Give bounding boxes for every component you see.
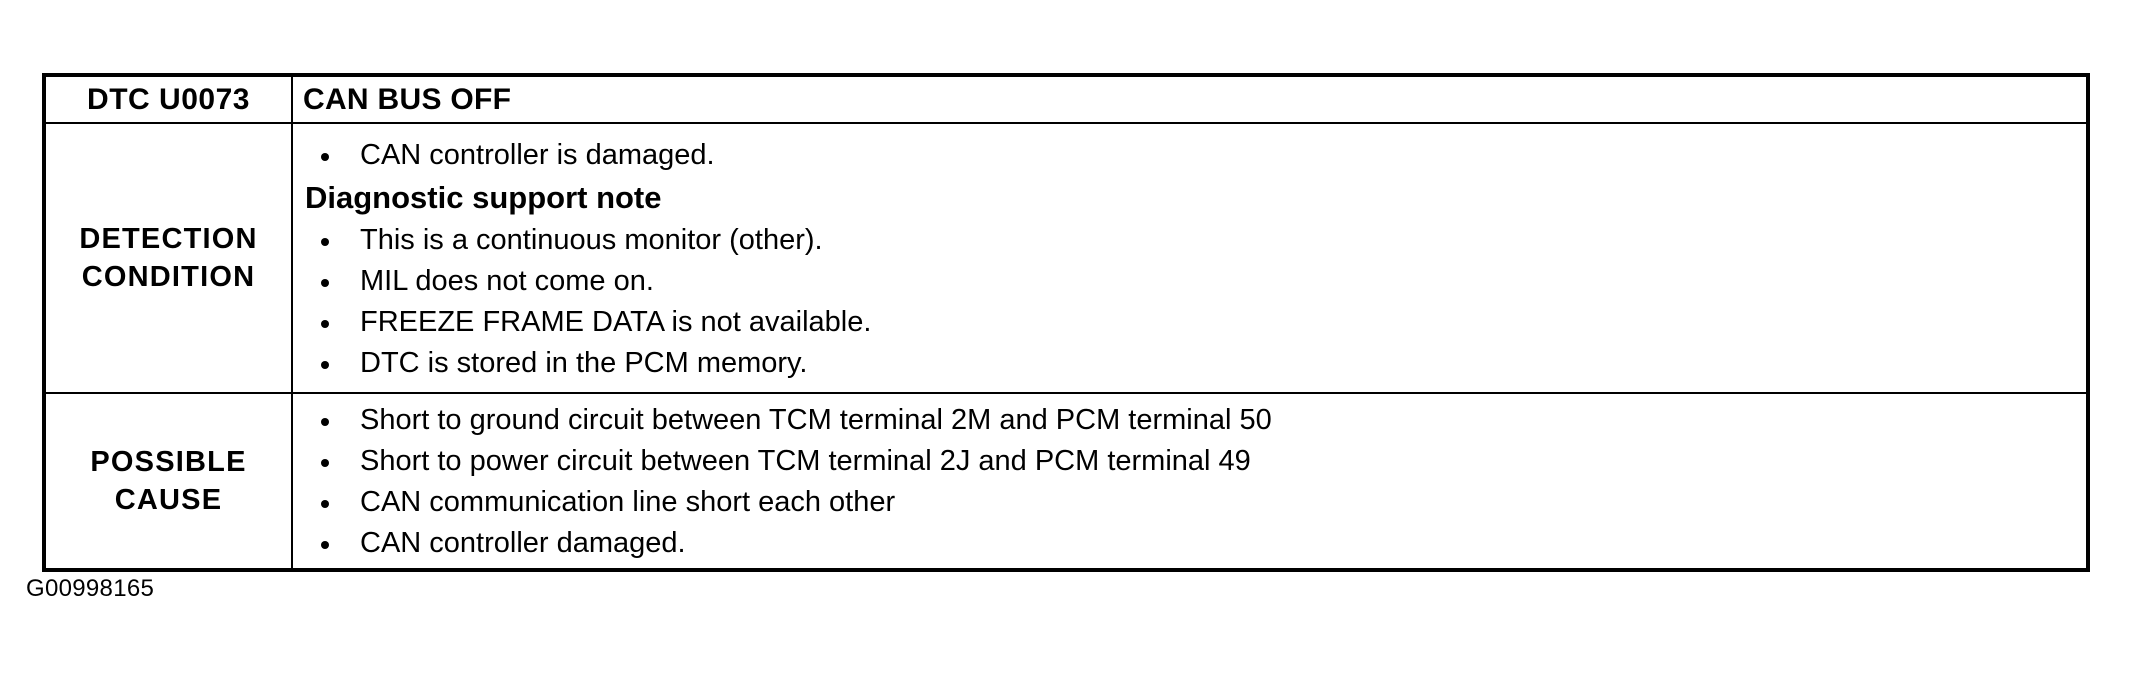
list-item: CAN communication line short each other [303, 482, 2086, 523]
list-item: Short to ground circuit between TCM term… [303, 400, 2086, 441]
possible-cause-content: Short to ground circuit between TCM term… [291, 392, 2089, 571]
dtc-diagnostic-table: DTC U0073 CAN BUS OFF DETECTION CONDITIO… [42, 73, 2090, 572]
dtc-title-cell: CAN BUS OFF [291, 74, 2089, 124]
detection-bullets-before-note: CAN controller is damaged. [303, 135, 2086, 176]
list-item: DTC is stored in the PCM memory. [303, 343, 2086, 384]
detection-bullets-after-note: This is a continuous monitor (other). MI… [303, 220, 2086, 384]
list-item: This is a continuous monitor (other). [303, 220, 2086, 261]
diagnostic-support-note-heading: Diagnostic support note [305, 179, 662, 215]
possible-cause-bullets: Short to ground circuit between TCM term… [303, 400, 2086, 564]
table-row-possible-cause: POSSIBLE CAUSE Short to ground circuit b… [43, 392, 2089, 571]
possible-cause-label-line-1: POSSIBLE [90, 446, 247, 478]
figure-id-caption: G00998165 [26, 575, 155, 602]
list-item: MIL does not come on. [303, 261, 2086, 302]
detection-condition-label-line-2: CONDITION [81, 261, 256, 293]
list-item: CAN controller damaged. [303, 523, 2086, 564]
list-item: CAN controller is damaged. [303, 135, 2086, 176]
detection-condition-content: CAN controller is damaged. Diagnostic su… [291, 122, 2089, 394]
table-row-detection-condition: DETECTION CONDITION CAN controller is da… [43, 122, 2089, 394]
list-item: FREEZE FRAME DATA is not available. [303, 302, 2086, 343]
dtc-code-cell: DTC U0073 [43, 74, 293, 124]
list-item: Short to power circuit between TCM termi… [303, 441, 2086, 482]
detection-condition-label-line-1: DETECTION [79, 223, 258, 255]
possible-cause-label-line-2: CAUSE [114, 484, 223, 516]
table-row-header: DTC U0073 CAN BUS OFF [43, 74, 2089, 124]
detection-condition-label: DETECTION CONDITION [43, 122, 293, 394]
possible-cause-label: POSSIBLE CAUSE [43, 392, 293, 571]
